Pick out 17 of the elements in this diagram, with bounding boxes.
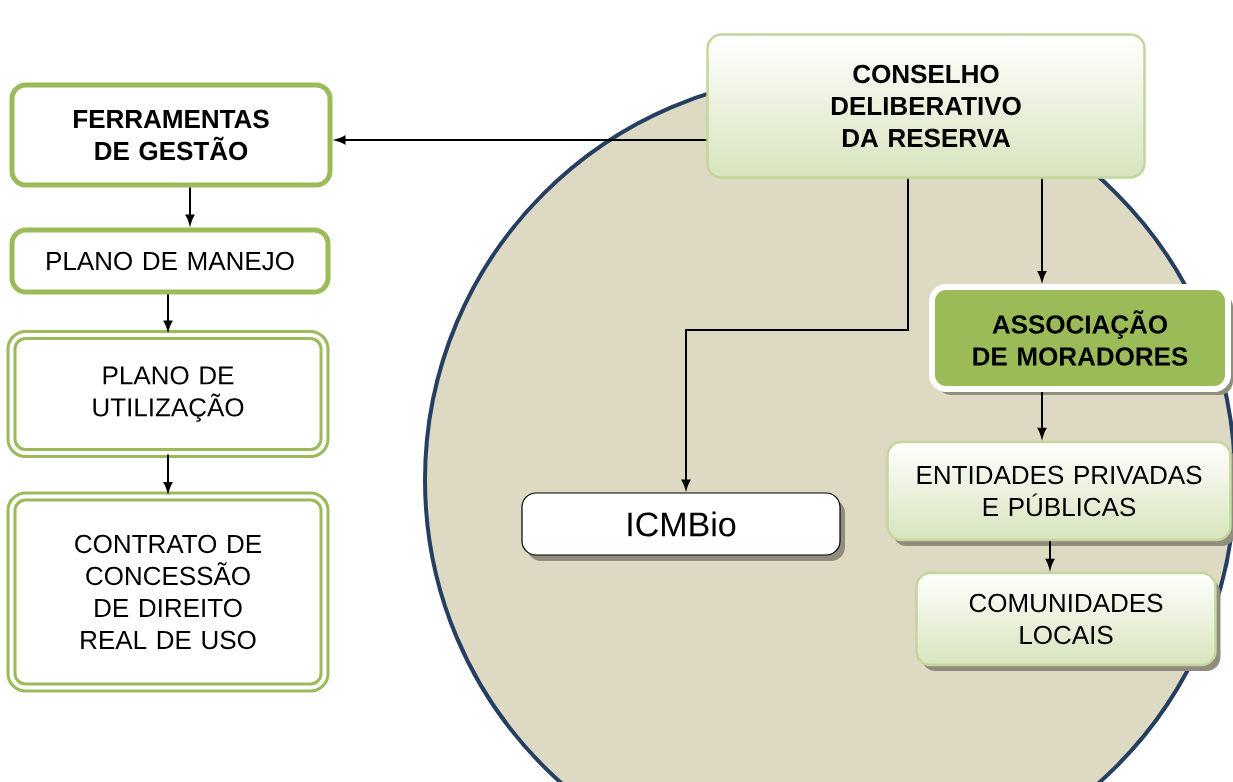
arrow — [681, 177, 909, 490]
process-box: PLANO DE UTILIZAÇÃO — [6, 330, 330, 458]
process-box: CONTRATO DE CONCESSÃO DE DIREITO REAL DE USO — [6, 491, 330, 693]
process-box: PLANO DE MANEJO — [9, 227, 331, 295]
community-box: COMUNIDADES LOCAIS — [915, 571, 1221, 671]
arrow — [1037, 177, 1047, 281]
process-box: FERRAMENTAS DE GESTÃO — [9, 82, 333, 188]
council-box: CONSELHO DELIBERATIVO DA RESERVA — [706, 33, 1146, 179]
arrow — [185, 186, 195, 225]
institute-box: ICMBio — [521, 492, 845, 561]
arrow — [163, 293, 173, 331]
arrow — [1037, 391, 1047, 438]
arrow — [1045, 540, 1055, 569]
association-box: ASSOCIAÇÃO DE MORADORES — [929, 284, 1233, 395]
arrow — [335, 135, 708, 145]
entity-box: ENTIDADES PRIVADAS E PÚBLICAS — [886, 440, 1233, 546]
arrow — [163, 453, 173, 492]
